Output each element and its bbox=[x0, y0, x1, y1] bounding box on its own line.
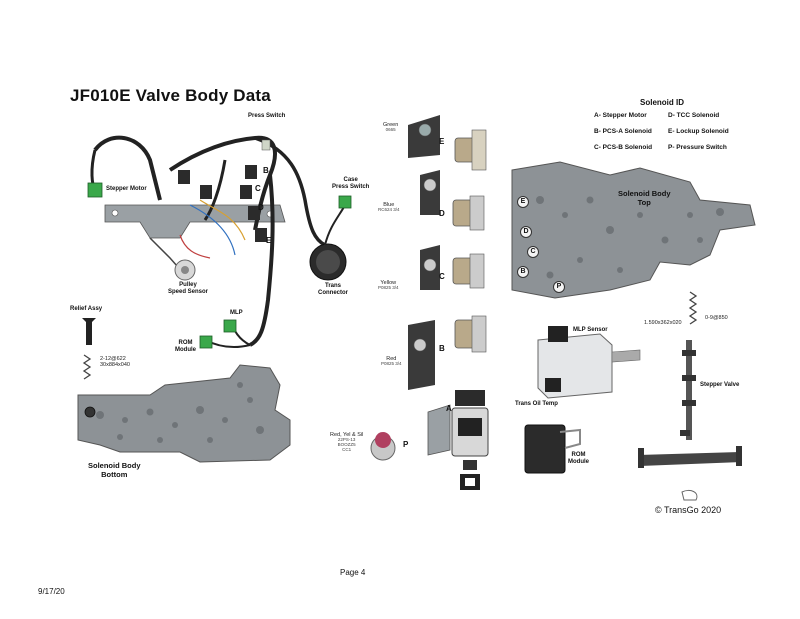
mlp-label: MLP bbox=[230, 310, 243, 316]
rom-module-drawing bbox=[524, 424, 581, 474]
legend-item-p: P- Pressure Switch bbox=[668, 144, 727, 151]
press-switch-label: Press Switch bbox=[248, 113, 286, 119]
solenoid-d-color: Blue RC624 3/4 bbox=[378, 202, 400, 213]
case-press-switch-label: Case Press Switch bbox=[332, 177, 370, 190]
pressure-switch-letter: P bbox=[403, 440, 409, 449]
harness-letter-b: B bbox=[263, 166, 269, 175]
relief-assy-drawing bbox=[82, 318, 96, 380]
relief-assy-label: Relief Assy bbox=[70, 306, 103, 312]
harness-letter-d: D bbox=[258, 203, 264, 212]
top-badge-b: B bbox=[517, 266, 529, 278]
top-badge-p: P bbox=[553, 281, 565, 293]
stepper-motor-drawing bbox=[427, 390, 489, 490]
page-number: Page 4 bbox=[340, 568, 366, 577]
mlp-sensor-label: MLP Sensor bbox=[573, 327, 608, 333]
wiring-harness-drawing bbox=[87, 135, 352, 349]
trans-connector-label: Trans Connector bbox=[318, 283, 348, 296]
pressure-switch-drawing bbox=[370, 432, 396, 461]
solenoid-b-letter: B bbox=[439, 344, 445, 353]
top-badge-c: C bbox=[527, 246, 539, 258]
trans-oil-temp-label: Trans Oil Temp bbox=[515, 401, 558, 407]
pulley-speed-sensor-label: Pulley Speed Sensor bbox=[168, 282, 209, 295]
stepper-motor-label: Stepper Motor bbox=[106, 186, 147, 192]
rom-module-2-label: ROM Module bbox=[568, 452, 589, 465]
copyright-text: © TransGo 2020 bbox=[655, 505, 722, 515]
legend-item-b: B- PCS-A Solenoid bbox=[594, 128, 652, 135]
stepper-valve-drawing bbox=[638, 291, 742, 501]
legend-item-d: D- TCC Solenoid bbox=[668, 112, 720, 119]
solenoid-b-color: Red P0825 3/4 bbox=[381, 356, 402, 367]
solenoid-body-top-label: Solenoid Body Top bbox=[618, 189, 671, 207]
legend-item-e: E- Lockup Solenoid bbox=[668, 128, 729, 135]
document-date: 9/17/20 bbox=[38, 587, 65, 596]
stepper-letter-a: A bbox=[446, 404, 452, 413]
top-badge-d: D bbox=[520, 226, 532, 238]
page-title: JF010E Valve Body Data bbox=[70, 86, 271, 105]
solenoid-e-color: Green 0665 bbox=[383, 122, 399, 133]
solenoid-c-color: Yellow P0825 3/4 bbox=[378, 280, 399, 291]
top-badge-e: E bbox=[517, 196, 529, 208]
legend-heading: Solenoid ID bbox=[640, 98, 684, 107]
solenoid-body-top-drawing bbox=[511, 161, 756, 299]
solenoid-d-letter: D bbox=[439, 209, 445, 218]
legend-item-c: C- PCS-B Solenoid bbox=[594, 144, 653, 151]
relief-spring-spec: 2-12@622 30x884x040 bbox=[100, 356, 130, 369]
solenoid-body-bottom-label: Solenoid Body Bottom bbox=[88, 461, 141, 479]
solenoid-e-letter: E bbox=[439, 137, 445, 146]
harness-letter-e: E bbox=[266, 236, 272, 245]
solenoid-body-bottom-drawing bbox=[77, 364, 291, 463]
stepper-valve-label: Stepper Valve bbox=[700, 382, 740, 388]
legend-item-a: A- Stepper Motor bbox=[594, 112, 647, 119]
pressure-switch-label: Red, Yel & Sil 22PS-13 BOOZZ5 CC1 bbox=[330, 432, 364, 452]
stepper-valve-spring-right: 0-9@850 bbox=[705, 315, 728, 321]
solenoid-c-letter: C bbox=[439, 272, 445, 281]
solenoid-column-drawing bbox=[408, 115, 487, 390]
mlp-sensor-drawing bbox=[537, 326, 641, 399]
rom-module-label: ROM Module bbox=[175, 340, 196, 353]
harness-letter-c: C bbox=[255, 184, 261, 193]
stepper-valve-spring-left: 1.590x362x020 bbox=[644, 320, 682, 326]
